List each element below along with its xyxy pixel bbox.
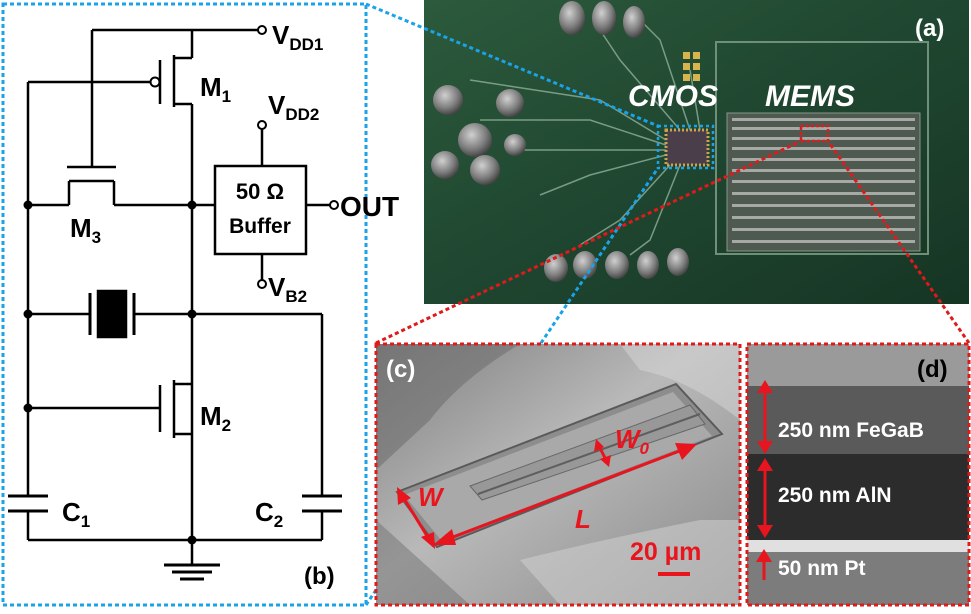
mems-label: MEMS (765, 80, 855, 113)
panel-b-border (1, 2, 368, 607)
c1-label: C1 (62, 497, 90, 531)
width-arrow-icon (397, 487, 435, 549)
out-terminal (329, 200, 339, 210)
mems-resonator (395, 382, 724, 549)
crystal-resonator-icon (88, 289, 136, 339)
mems-device-grid (732, 118, 915, 243)
panel-d-border (745, 342, 971, 607)
m1-label: M1 (200, 72, 231, 106)
m2-label: M2 (200, 401, 231, 435)
vb2-terminal (257, 279, 267, 289)
vdd2-terminal (257, 120, 267, 130)
pt-thickness-arrow-icon (756, 549, 772, 580)
panel-c-sem: W0 W L 20 µm (c) (374, 342, 742, 607)
panel-c-label: (c) (386, 356, 415, 383)
aln-label: 250 nm AlN (778, 484, 892, 507)
w0-label: W0 (615, 424, 650, 458)
nmos-transistor-icon (28, 380, 192, 438)
l-label: L (575, 504, 591, 534)
cmos-chip (664, 128, 710, 167)
pmos-transistor-icon (28, 30, 194, 107)
buffer-box (213, 164, 308, 256)
pcb-traces (469, 19, 701, 256)
mems-highlight (799, 124, 830, 143)
panel-d-tem: 250 nm FeGaB 250 nm AlN 50 nm Pt (d) (745, 342, 971, 607)
cmos-label: CMOS (628, 80, 718, 113)
panel-a-photo: CMOS MEMS (a) (424, 0, 969, 304)
fegab-thickness-arrow-icon (757, 380, 773, 454)
m3-label: M3 (70, 213, 101, 247)
solder-pads (431, 1, 689, 282)
panel-b-labels: VDD1 VDD2 M1 M3 50 Ω Buffer OUT VB2 M2 C… (62, 20, 399, 590)
dimension-annotations (397, 439, 697, 576)
bond-pads (683, 52, 700, 81)
panel-c-border (374, 342, 742, 607)
length-arrow-icon (433, 443, 697, 545)
panel-d-label: (d) (917, 356, 948, 383)
w-label: W (418, 482, 445, 512)
panel-b-circuit (1, 2, 368, 607)
fegab-layer (747, 344, 969, 386)
scale-label: 20 µm (630, 538, 701, 566)
pt-label: 50 nm Pt (778, 557, 866, 580)
pt-layer (747, 540, 969, 552)
vdd2-label: VDD2 (268, 90, 319, 124)
vb2-label: VB2 (268, 272, 307, 306)
ground-icon (164, 563, 220, 581)
fegab-label: 250 nm FeGaB (778, 419, 924, 442)
m3-transistor-icon (67, 165, 116, 205)
out-label: OUT (340, 191, 399, 222)
panel-d-labels: 250 nm FeGaB 250 nm AlN 50 nm Pt (d) (778, 356, 948, 580)
junction-dots (23, 200, 197, 545)
panel-b-label: (b) (304, 563, 335, 590)
capacitor-c2-icon (302, 494, 342, 513)
c2-label: C2 (255, 497, 283, 531)
vdd1-label: VDD1 (272, 20, 323, 54)
w0-arrow-icon (594, 439, 611, 467)
layer-arrows (756, 380, 773, 580)
aln-thickness-arrow-icon (757, 458, 773, 538)
panel-c-labels: W0 W L 20 µm (418, 424, 701, 566)
buffer-name-label: Buffer (229, 215, 291, 238)
vdd1-terminal (257, 25, 267, 35)
mems-chip (715, 41, 929, 255)
panel-a-label: (a) (915, 15, 944, 42)
buffer-value-label: 50 Ω (236, 179, 284, 204)
aln-layer (747, 454, 969, 540)
capacitor-icon (8, 494, 48, 513)
